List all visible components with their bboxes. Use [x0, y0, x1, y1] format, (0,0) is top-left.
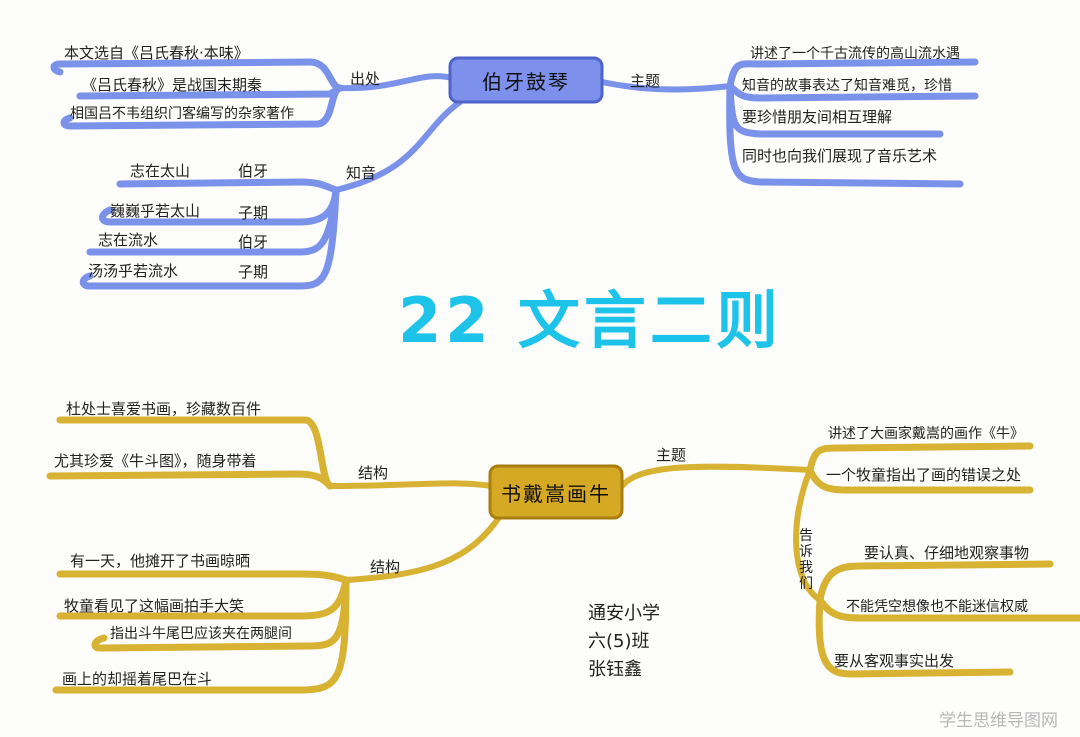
branch-label-structure-2: 结构 [370, 558, 401, 576]
node-boya-guqin: 伯牙鼓琴 [450, 58, 602, 102]
structure2-item-3: 指出斗牛尾巴应该夹在两腿间 [110, 626, 292, 642]
line-source-3 [60, 84, 344, 130]
structure2-item-2: 牧童看见了这幅画拍手大笑 [64, 597, 245, 615]
tell-item-1: 要认真、仔细地观察事物 [864, 544, 1030, 562]
structure1-item-1: 杜处士喜爱书画，珍藏数百件 [66, 400, 262, 418]
zhiyin-who-1: 伯牙 [238, 162, 269, 180]
signature-class: 六(5)班 [588, 631, 650, 652]
line-theme-top-4 [726, 82, 964, 188]
theme-bottom-item-1: 讲述了大画家戴嵩的画作《牛》 [828, 426, 1024, 442]
connector-structure1 [327, 480, 495, 489]
theme-top-item-2: 知音的故事表达了知音难觅，珍惜 [742, 78, 952, 94]
line-source-1 [50, 58, 344, 92]
zhiyin-who-3: 伯牙 [238, 233, 269, 251]
line-structure1-2 [46, 470, 334, 490]
node-box-top [448, 56, 604, 104]
line-theme-bottom-2 [806, 466, 1034, 494]
structure1-item-2: 尤其珍爱《牛斗图》，随身带着 [54, 452, 257, 470]
line-zhiyin-1 [116, 178, 340, 194]
source-item-2: 《吕氏春秋》是战国末期秦 [82, 76, 263, 94]
zhiyin-text-4: 汤汤乎若流水 [88, 262, 179, 280]
page-title: 22 文言二则 [398, 284, 782, 357]
node-dai-song-hua-niu: 书戴嵩画牛 [490, 466, 622, 518]
watermark: 学生思维导图网 [939, 711, 1058, 731]
signature: 通安小学 六(5)班 张钰鑫 [588, 600, 660, 684]
source-item-3: 相国吕不韦组织门客编写的杂家著作 [70, 106, 294, 122]
branch-label-tell-us: 告诉我们 [799, 528, 813, 592]
zhiyin-text-2: 巍巍乎若太山 [110, 202, 201, 220]
connector-theme-bottom [619, 463, 813, 489]
line-theme-top-1 [726, 58, 979, 90]
signature-school: 通安小学 [588, 603, 660, 624]
connector-tell-us [793, 467, 823, 603]
connector-zhiyin [333, 99, 463, 193]
node-label: 伯牙鼓琴 [482, 69, 570, 94]
theme-bottom-item-2: 一个牧童指出了画的错误之处 [826, 466, 1022, 484]
node-label: 书戴嵩画牛 [501, 481, 611, 506]
tell-item-2: 不能凭空想像也不能迷信权威 [846, 599, 1028, 615]
line-structure2-1 [56, 570, 350, 584]
line-tell-3 [815, 596, 1014, 678]
theme-top-item-1: 讲述了一个千古流传的高山流水遇 [750, 46, 960, 62]
connector-structure2 [343, 513, 503, 583]
node-box-bottom [488, 464, 624, 520]
line-structure2-4 [52, 576, 350, 694]
signature-name: 张钰鑫 [588, 659, 642, 680]
branch-label-theme-bottom: 主题 [656, 446, 687, 464]
zhiyin-text-1: 志在太山 [130, 162, 191, 180]
tell-item-3: 要从客观事实出发 [834, 652, 955, 670]
branch-label-zhiyin: 知音 [346, 164, 377, 182]
branch-label-source: 出处 [350, 70, 381, 88]
zhiyin-who-2: 子期 [238, 204, 269, 222]
zhiyin-text-3: 志在流水 [98, 231, 159, 249]
line-theme-bottom-1 [806, 442, 1034, 474]
branch-label-theme-top: 主题 [630, 72, 661, 90]
zhiyin-who-4: 子期 [238, 263, 269, 281]
line-tell-1 [816, 560, 1054, 604]
structure2-item-1: 有一天，他摊开了书画晾晒 [70, 552, 251, 570]
branch-label-structure-1: 结构 [358, 464, 389, 482]
line-zhiyin-4 [79, 186, 340, 290]
theme-top-item-3: 要珍惜朋友间相互理解 [742, 108, 893, 126]
source-item-1: 本文选自《吕氏春秋·本味》 [64, 44, 249, 62]
theme-top-item-4: 同时也向我们展现了音乐艺术 [742, 147, 938, 165]
structure2-item-4: 画上的却摇着尾巴在斗 [62, 670, 213, 688]
connector-theme-top [599, 79, 733, 93]
connector-source [337, 73, 455, 92]
